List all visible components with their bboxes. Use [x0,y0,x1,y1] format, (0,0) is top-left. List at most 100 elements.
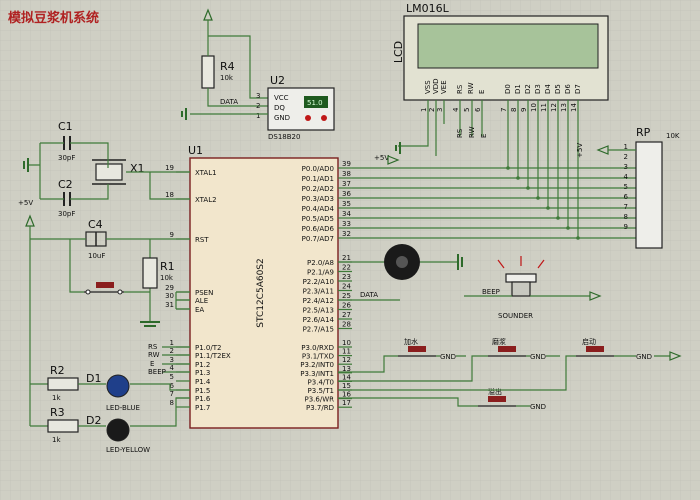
rp-value: 10K [666,132,680,140]
mcu-pin-number: 31 [165,301,174,309]
r4-ref: R4 [220,60,235,73]
mcu-pin-number: 32 [342,230,351,238]
mcu-pin-name: P3.6/WR [305,396,335,404]
ground-icon [23,158,29,172]
lcd-label: LCD [392,41,405,63]
mcu-pin-number: 7 [170,390,174,398]
ground-icon [181,108,187,120]
mcu-pin-name: P2.3/A11 [303,288,334,296]
button-grind[interactable]: 磨浆 GND [488,337,546,361]
led-d2[interactable]: D2 LED-YELLOW [86,414,150,454]
mcu-pin-name: P2.7/A15 [303,326,334,334]
mcu-pin-number: 34 [342,210,351,218]
mcu-pin-name: P1.0/T2 [195,344,221,352]
mcu-pin-number: 30 [165,292,174,300]
rp-pin-number: 3 [624,163,628,171]
mcu-pin-name: XTAL1 [195,169,217,177]
lcd-pin-number: 11 [540,103,548,112]
mcu-pin-name: P1.3 [195,369,210,377]
net-rw: RW [148,351,160,359]
mcu-body [189,157,339,429]
lcd-pin-name: RW [467,82,475,94]
rp-pin-number: 9 [624,223,628,231]
c1-value: 30pF [58,154,75,162]
mcu-pin-number: 16 [342,391,351,399]
lcd-pin-name: E [478,90,486,94]
mcu-pin-number: 28 [342,321,351,329]
bus-line [352,100,636,169]
c4-value: 10uF [88,252,105,260]
speaker-icon[interactable] [384,244,420,280]
mcu-pin-name: P2.0/A8 [307,259,334,267]
resistor-r1[interactable]: R1 10k [142,257,175,289]
lcd-module[interactable]: LM016L LCD VSS1VDD2VEE3RS4RW5E6D07D18D29… [392,2,609,112]
sensor-pin-vcc: VCC [274,94,289,102]
button-label: 加水 [404,337,418,346]
mcu-pin-name: P2.6/A14 [303,316,335,324]
mcu-pin-number: 14 [342,373,351,381]
mcu-pin-name: P1.1/T2EX [195,352,231,360]
mcu-u1[interactable]: U1 STC12C5A60S2 19XTAL118XTAL29RST29PSEN… [165,144,352,429]
mcu-pin-number: 29 [165,284,174,292]
mcu-pin-number: 17 [342,399,351,407]
resistor-r4[interactable]: R4 10k [201,55,235,89]
rp-ref: RP [636,126,651,139]
mcu-pin-number: 23 [342,273,351,281]
button-start[interactable]: 启动 GND [576,337,652,361]
r1-value: 10k [160,274,174,282]
lcd-screen [417,23,599,69]
bus-line [352,100,636,179]
bus-line [352,100,636,229]
r3-ref: R3 [50,406,65,419]
power-arrow-icon [669,351,682,361]
mcu-pin-number: 3 [170,356,174,364]
mcu-pin-name: P1.2 [195,361,210,369]
button-gnd: GND [636,353,652,361]
resistor-icon [142,257,158,289]
pushbutton-icon[interactable] [84,282,124,295]
buzzer-name: SOUNDER [498,312,533,320]
lcd-pin-name: RS [456,84,464,94]
lcd-pin-name: VDD [432,78,440,94]
led-d1[interactable]: D1 LED-BLUE [86,372,140,412]
resistor-r2[interactable]: R2 1k [47,364,79,402]
mcu-pin-number: 24 [342,283,351,291]
button-add-water[interactable]: 加水 GND [398,337,456,361]
rp-pin-number: 2 [624,153,628,161]
mcu-pin-name: P0.5/AD5 [302,215,334,223]
r1-ref: R1 [160,260,175,273]
d2-name: LED-YELLOW [106,446,150,454]
lcd-net-rw: RW [468,126,476,138]
sensor-part: DS18B20 [268,133,300,141]
lcd-pin-name: VEE [440,80,448,94]
button-gnd: GND [530,353,546,361]
sensor-u2[interactable]: U2 VCC DQ GND 3 2 1 51.0 DS18B20 [256,74,335,141]
rp-pin-number: 8 [624,213,628,221]
c4-ref: C4 [88,218,103,231]
lcd-pin-name: D3 [534,84,542,94]
mcu-pin-number: 36 [342,190,351,198]
mcu-pin-name: P0.4/AD4 [302,205,335,213]
r4-value: 10k [220,74,234,82]
mcu-ref: U1 [188,144,203,157]
sensor-up-button[interactable] [321,115,327,121]
resistor-icon [47,419,79,433]
button-gnd: GND [440,353,456,361]
mcu-pin-name: P3.3/INT1 [300,370,334,378]
lcd-pin-number: 13 [560,103,568,112]
sensor-pin-2: 2 [256,102,260,110]
lcd-pin-number: 14 [570,103,578,112]
button-label: 磨浆 [492,337,506,346]
bus-line [352,100,636,199]
mcu-pin-number: 9 [170,231,174,239]
sensor-down-button[interactable] [305,115,311,121]
button-overflow[interactable]: 溢出 GND [478,387,546,411]
resistor-icon [635,141,663,249]
bus-line [352,100,636,219]
buzzer-icon[interactable]: SOUNDER [497,256,545,320]
mcu-pin-number: 37 [342,180,351,188]
d1-ref: D1 [86,372,101,385]
bus-junction [526,186,530,190]
